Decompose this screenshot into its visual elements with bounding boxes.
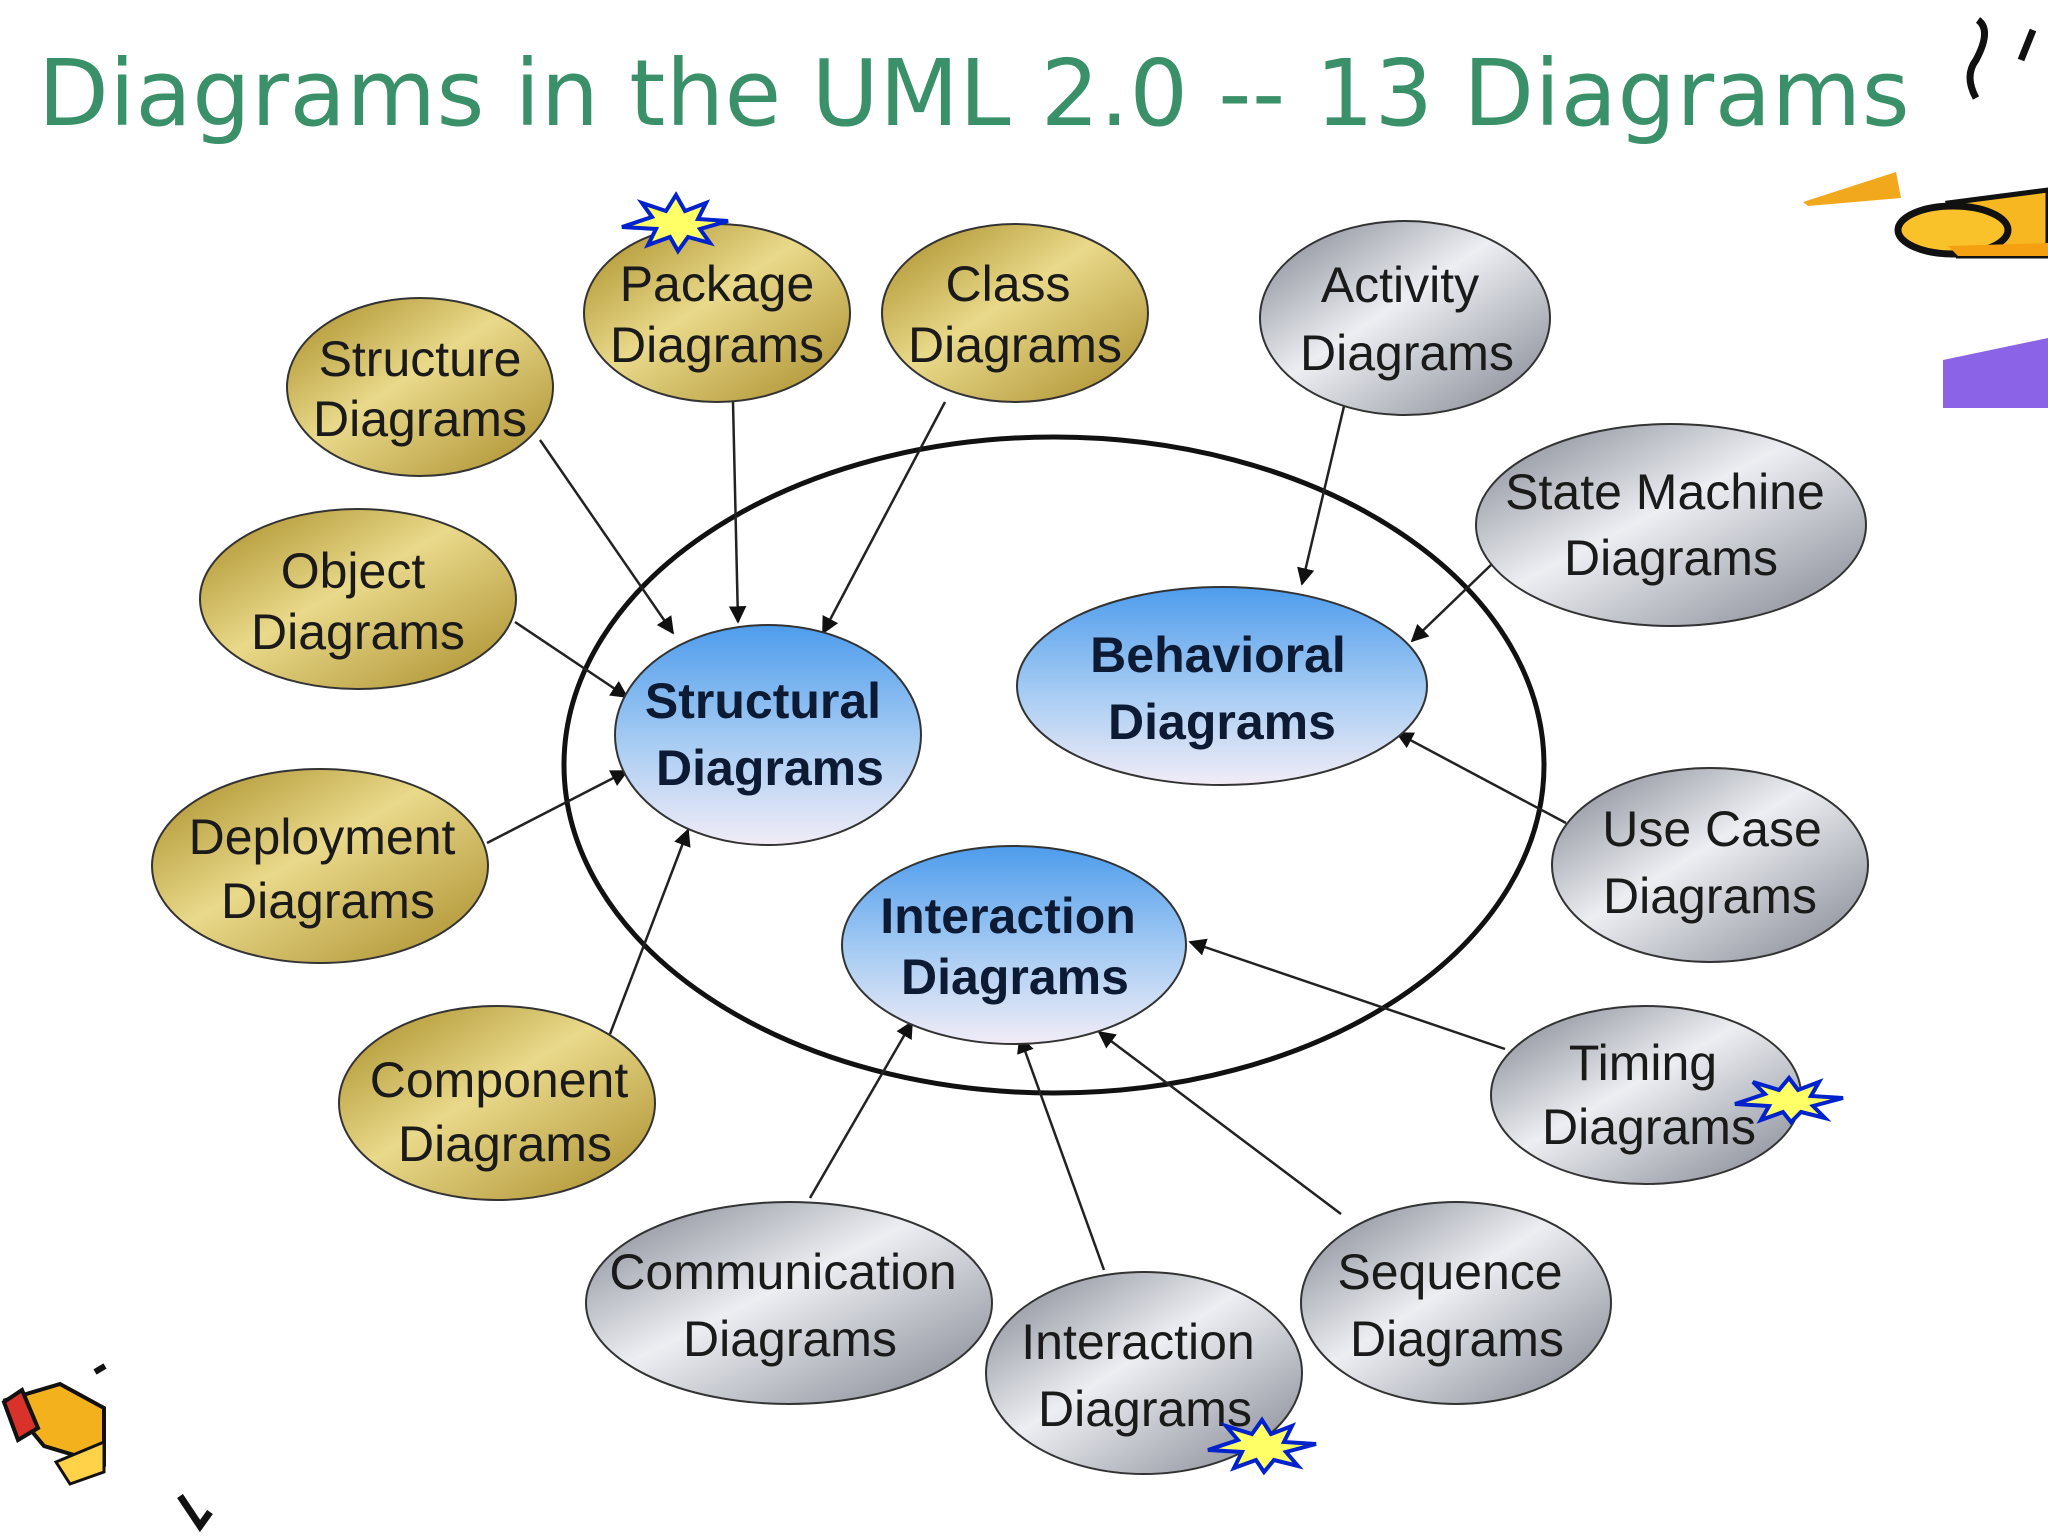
node-component-diagrams: Component Diagrams: [338, 1005, 656, 1201]
node-state-machine-diagrams: State Machine Diagrams: [1475, 423, 1867, 627]
arrow-communication-to-interaction: [808, 1020, 914, 1199]
node-timing-line-2: Diagrams: [1542, 1099, 1756, 1155]
hub-behavioral-line-2: Diagrams: [1108, 694, 1336, 750]
node-interaction-overview-line-1: Interaction: [1021, 1314, 1254, 1370]
node-structure-line-1: Structure: [319, 331, 522, 387]
arrows-interaction: [808, 938, 1506, 1271]
hub-structural-line-1: Structural: [645, 673, 881, 729]
node-structure-diagrams: Structure Diagrams: [286, 297, 554, 477]
node-state-machine-line-2: Diagrams: [1564, 530, 1778, 586]
uml-boundary-ellipse: [561, 434, 1547, 1096]
node-use-case-diagrams: Use Case Diagrams: [1551, 767, 1869, 963]
hub-behavioral-diagrams: Behavioral Diagrams: [1016, 586, 1428, 786]
arrow-component-to-structural: [608, 828, 691, 1035]
node-communication-line-1: Communication: [609, 1244, 956, 1300]
starburst-icon: [621, 191, 729, 255]
hub-interaction-line-2: Diagrams: [901, 949, 1129, 1005]
arrow-deployment-to-structural: [486, 769, 629, 845]
node-communication-line-2: Diagrams: [683, 1311, 897, 1367]
node-interaction-overview-line-2: Diagrams: [1038, 1381, 1252, 1437]
node-component-line-2: Diagrams: [398, 1116, 612, 1172]
node-object-line-1: Object: [281, 543, 426, 599]
node-sequence-line-2: Diagrams: [1350, 1311, 1564, 1367]
node-deployment-diagrams: Deployment Diagrams: [151, 768, 489, 964]
node-deployment-line-1: Deployment: [189, 809, 456, 865]
node-activity-diagrams: Activity Diagrams: [1259, 220, 1551, 416]
pencil-icon: [1803, 17, 2048, 408]
node-component-line-1: Component: [370, 1052, 629, 1108]
node-class-line-1: Class: [945, 256, 1070, 312]
arrows-structural: [486, 401, 947, 1035]
node-activity-line-2: Diagrams: [1300, 325, 1514, 381]
node-deployment-line-2: Diagrams: [221, 873, 435, 929]
node-use-case-line-2: Diagrams: [1603, 868, 1817, 924]
node-package-line-2: Diagrams: [610, 317, 824, 373]
arrow-activity-to-behavioral: [1297, 401, 1347, 586]
node-use-case-line-1: Use Case: [1602, 801, 1822, 857]
arrow-object-to-structural: [514, 620, 629, 699]
pencil-icon: [1, 1363, 213, 1533]
node-class-diagrams: Class Diagrams: [881, 223, 1149, 403]
hub-structural-line-2: Diagrams: [656, 740, 884, 796]
arrows-behavioral: [1297, 401, 1567, 825]
hub-interaction-diagrams: Interaction Diagrams: [841, 845, 1187, 1045]
node-class-line-2: Diagrams: [908, 317, 1122, 373]
node-sequence-line-1: Sequence: [1337, 1244, 1562, 1300]
node-state-machine-line-1: State Machine: [1505, 464, 1825, 520]
arrow-interaction-overview-to-interaction: [1017, 1035, 1106, 1271]
node-activity-line-1: Activity: [1321, 257, 1479, 313]
node-object-line-2: Diagrams: [251, 604, 465, 660]
slide-title: Diagrams in the UML 2.0 -- 13 Diagrams: [38, 40, 1911, 147]
node-package-line-1: Package: [620, 256, 815, 312]
hub-structural-diagrams: Structural Diagrams: [614, 624, 922, 846]
node-structure-line-2: Diagrams: [313, 391, 527, 447]
node-timing-diagrams: Timing Diagrams: [1490, 1005, 1802, 1185]
arrow-sequence-to-interaction: [1097, 1030, 1342, 1215]
arrow-timing-to-interaction: [1188, 938, 1506, 1051]
hub-interaction-line-1: Interaction: [880, 888, 1136, 944]
arrow-structure-to-structural: [538, 439, 675, 635]
starburst-icon: [1207, 1416, 1317, 1476]
node-communication-diagrams: Communication Diagrams: [585, 1201, 993, 1405]
arrow-package-to-structural: [728, 401, 747, 624]
arrow-state-machine-to-behavioral: [1410, 563, 1493, 643]
node-package-diagrams: Package Diagrams: [583, 223, 851, 403]
node-sequence-diagrams: Sequence Diagrams: [1300, 1201, 1612, 1405]
node-object-diagrams: Object Diagrams: [199, 508, 517, 690]
hub-behavioral-line-1: Behavioral: [1090, 627, 1346, 683]
arrow-use-case-to-behavioral: [1395, 731, 1567, 825]
starburst-icon: [1734, 1074, 1844, 1125]
node-timing-line-1: Timing: [1569, 1035, 1717, 1091]
arrow-class-to-structural: [821, 401, 947, 635]
